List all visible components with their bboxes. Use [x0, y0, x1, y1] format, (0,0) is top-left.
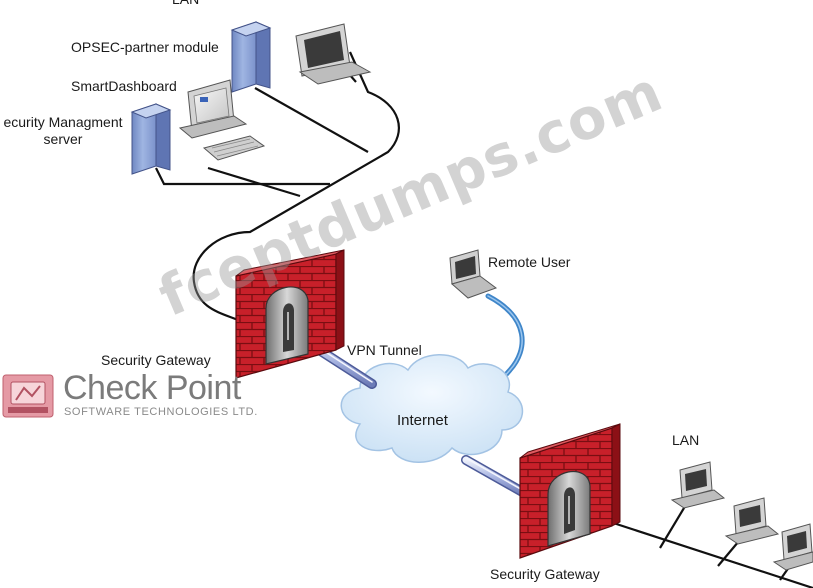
remote-user-laptop — [449, 249, 498, 299]
opsec-partner-server — [230, 21, 272, 93]
partner-drop — [254, 87, 369, 153]
checkpoint-company-name: Check Point — [63, 369, 241, 407]
management-server — [130, 103, 172, 175]
mgmt-server-drop — [155, 167, 330, 186]
management-server-label-line1: ecurity Managment — [3, 114, 123, 130]
management-server-label: ecurity Managment server — [0, 114, 134, 148]
screen-window-icon — [200, 97, 208, 102]
remote-user-label: Remote User — [488, 254, 571, 270]
checkpoint-logo-icon — [2, 374, 54, 418]
security-gateway-top-label: Security Gateway — [101, 352, 211, 368]
top-lan-backbone — [192, 51, 400, 322]
bottom-lan-pc-3 — [772, 523, 813, 571]
smartdashboard-label: SmartDashboard — [71, 78, 177, 94]
bottom-lan-backbone — [597, 516, 813, 588]
bottom-lan-pc-1 — [670, 461, 726, 509]
security-gateway-bottom-label: Security Gateway — [490, 566, 600, 582]
management-server-label-line2: server — [43, 131, 83, 147]
lan-top-label: LAN — [172, 0, 199, 8]
top-lan-pc — [295, 23, 372, 85]
smartdashboard-workstation — [178, 79, 266, 161]
bottom-lan-cabling — [597, 497, 813, 588]
internet-cloud — [340, 354, 524, 463]
workstation-drop — [207, 166, 301, 198]
top-lan-cabling — [155, 51, 400, 322]
security-gateway-top-firewall — [235, 249, 345, 379]
checkpoint-company-tagline: SOFTWARE TECHNOLOGIES LTD. — [64, 406, 258, 418]
bottom-lan-pc-2 — [724, 497, 780, 545]
internet-label: Internet — [397, 412, 448, 429]
vpn-tunnel-lower — [461, 455, 531, 499]
opsec-module-label: OPSEC-partner module — [71, 39, 219, 55]
checkpoint-logo — [2, 374, 54, 418]
lan-bottom-label: LAN — [672, 432, 700, 448]
security-gateway-bottom-firewall — [519, 423, 621, 559]
vpn-tunnel-label: VPN Tunnel — [347, 342, 422, 358]
